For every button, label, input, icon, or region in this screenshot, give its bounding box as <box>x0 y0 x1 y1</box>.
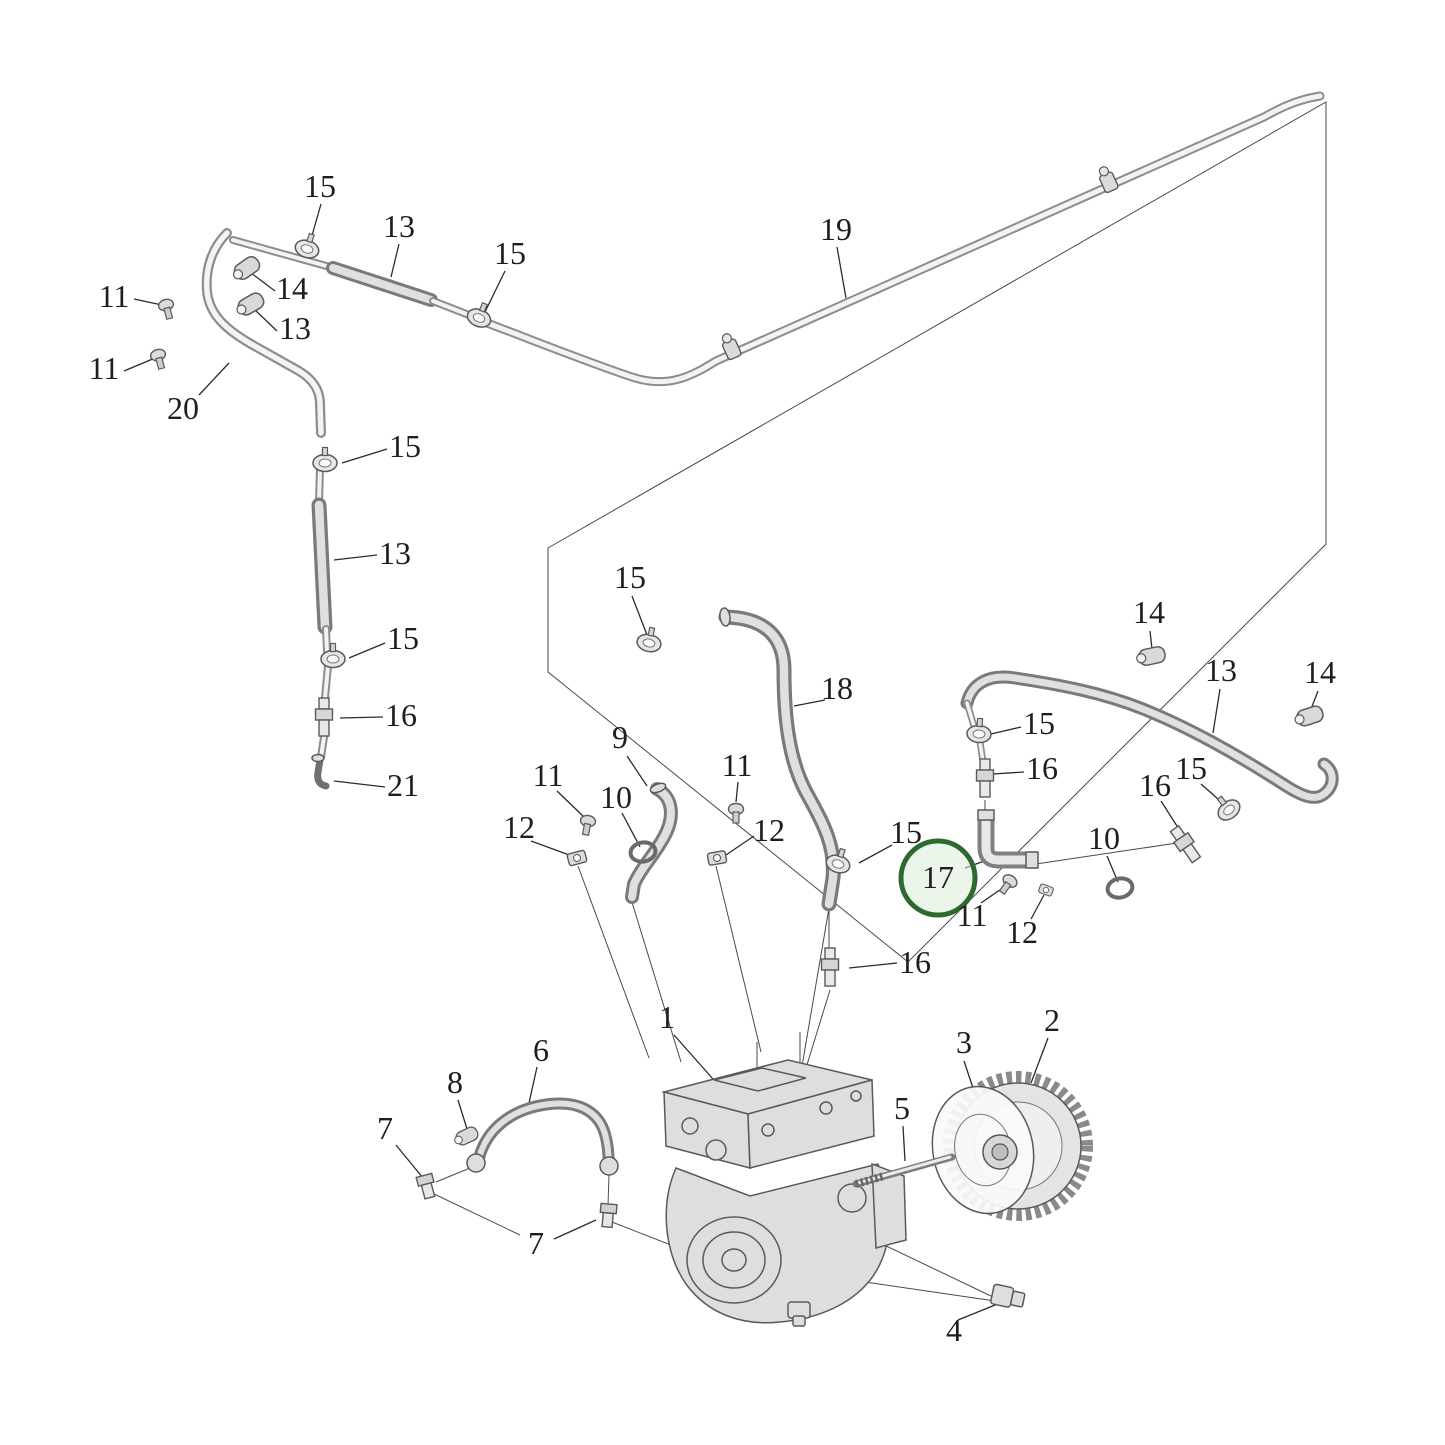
callout-11[interactable]: 11 <box>721 747 753 783</box>
drain-elbow-21 <box>311 753 330 790</box>
callout-5[interactable]: 5 <box>894 1090 910 1126</box>
callout-13[interactable]: 13 <box>383 208 415 244</box>
callout-3[interactable]: 3 <box>956 1024 972 1060</box>
pipe-19 <box>482 91 1325 387</box>
callout-15[interactable]: 15 <box>304 168 336 204</box>
callout-12[interactable]: 12 <box>503 809 535 845</box>
pipe-13-upper <box>228 236 491 326</box>
callout-4[interactable]: 4 <box>946 1312 962 1348</box>
callout-15[interactable]: 15 <box>1023 705 1055 741</box>
callout-16[interactable]: 16 <box>1026 750 1058 786</box>
frame-outline <box>547 101 1327 963</box>
callout-15[interactable]: 15 <box>387 620 419 656</box>
callout-17-highlighted[interactable]: 17 <box>922 859 954 895</box>
callout-12[interactable]: 12 <box>1006 914 1038 950</box>
highlight-ring <box>898 838 978 918</box>
pipe-20 <box>201 228 326 438</box>
callout-14[interactable]: 14 <box>276 270 308 306</box>
callout-11[interactable]: 11 <box>98 278 130 314</box>
compressor-1 <box>661 1059 907 1327</box>
callout-13[interactable]: 13 <box>279 310 311 346</box>
callout-16[interactable]: 16 <box>385 697 417 733</box>
callout-14[interactable]: 14 <box>1304 654 1336 690</box>
callout-14[interactable]: 14 <box>1133 594 1165 630</box>
callout-12[interactable]: 12 <box>753 812 785 848</box>
callout-7[interactable]: 7 <box>528 1225 544 1261</box>
callout-16[interactable]: 16 <box>899 944 931 980</box>
callout-10[interactable]: 10 <box>600 779 632 815</box>
callout-8[interactable]: 8 <box>447 1064 463 1100</box>
leader-lines <box>123 203 1319 1321</box>
callout-19[interactable]: 19 <box>820 211 852 247</box>
callout-13[interactable]: 13 <box>1205 652 1237 688</box>
callout-11[interactable]: 11 <box>956 897 988 933</box>
gear-2 <box>931 1071 1093 1221</box>
callout-15[interactable]: 15 <box>1175 750 1207 786</box>
callout-2[interactable]: 2 <box>1044 1002 1060 1038</box>
callout-10[interactable]: 10 <box>1088 820 1120 856</box>
callout-15[interactable]: 15 <box>614 559 646 595</box>
callout-11[interactable]: 11 <box>88 350 120 386</box>
hose-6 <box>415 1097 619 1229</box>
plug-bolt-4 <box>990 1283 1026 1308</box>
callout-6[interactable]: 6 <box>533 1032 549 1068</box>
hose-18 <box>718 607 841 912</box>
callout-15[interactable]: 15 <box>494 235 526 271</box>
callout-21[interactable]: 21 <box>387 767 419 803</box>
hose-9 <box>625 782 678 904</box>
callout-18[interactable]: 18 <box>821 670 853 706</box>
callout-16[interactable]: 16 <box>1139 767 1171 803</box>
callout-13[interactable]: 13 <box>379 535 411 571</box>
callout-15[interactable]: 15 <box>389 428 421 464</box>
callout-11[interactable]: 11 <box>532 757 564 793</box>
callout-20[interactable]: 20 <box>167 390 199 426</box>
callout-9[interactable]: 9 <box>612 719 628 755</box>
callout-1[interactable]: 1 <box>659 999 675 1035</box>
elbow-17 <box>977 809 1039 869</box>
callout-7[interactable]: 7 <box>377 1110 393 1146</box>
callout-15[interactable]: 15 <box>890 814 922 850</box>
assembly-lines <box>431 800 1178 1302</box>
pipe-13-vertical <box>311 464 333 790</box>
stud-5 <box>852 1153 956 1188</box>
